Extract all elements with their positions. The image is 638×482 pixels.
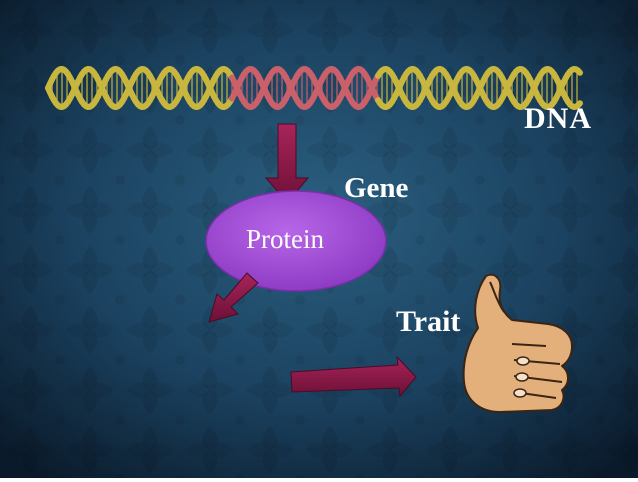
helix-strand-a (578, 71, 580, 73)
gene-label: Gene (344, 172, 408, 205)
trait-label: Trait (396, 305, 460, 339)
protein-label: Protein (246, 224, 324, 255)
dna-label: DNA (524, 102, 592, 136)
